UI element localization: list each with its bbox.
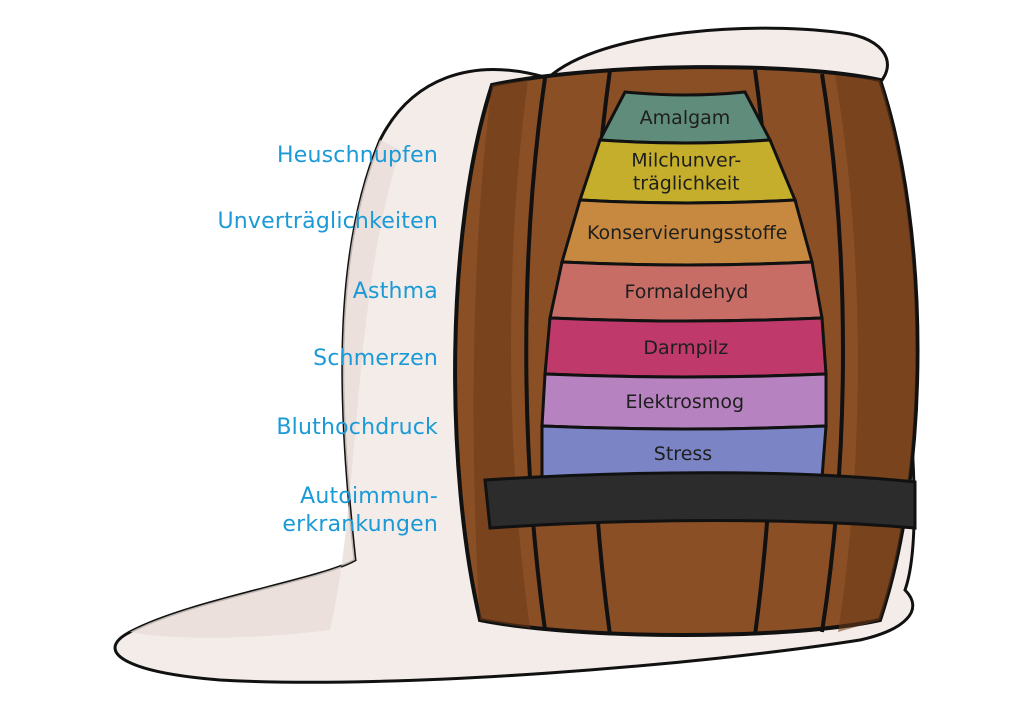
layer-label: Amalgam bbox=[640, 107, 731, 129]
symptom-label: Schmerzen bbox=[313, 346, 438, 371]
symptom-label: Heuschnupfen bbox=[277, 143, 438, 168]
layer-label: Formaldehyd bbox=[625, 281, 749, 303]
barrel-hoop bbox=[483, 471, 917, 530]
layer-label: Konservierungsstoffe bbox=[587, 222, 787, 244]
overflow-shadow bbox=[130, 140, 400, 638]
layer-label: Elektrosmog bbox=[625, 391, 744, 413]
layer-stack: AmalgamMilchunver-träglichkeitKonservier… bbox=[540, 90, 828, 483]
layer-label: Stress bbox=[654, 443, 712, 465]
symptom-label: Bluthochdruck bbox=[276, 415, 438, 440]
symptom-label: Asthma bbox=[352, 279, 438, 304]
layer-label: träglichkeit bbox=[633, 173, 740, 195]
layer-label: Milchunver- bbox=[631, 150, 741, 172]
symptom-label: Unverträglichkeiten bbox=[217, 209, 438, 234]
symptom-label: Autoimmun- erkrankungen bbox=[282, 484, 438, 537]
layer-label: Darmpilz bbox=[643, 337, 728, 359]
